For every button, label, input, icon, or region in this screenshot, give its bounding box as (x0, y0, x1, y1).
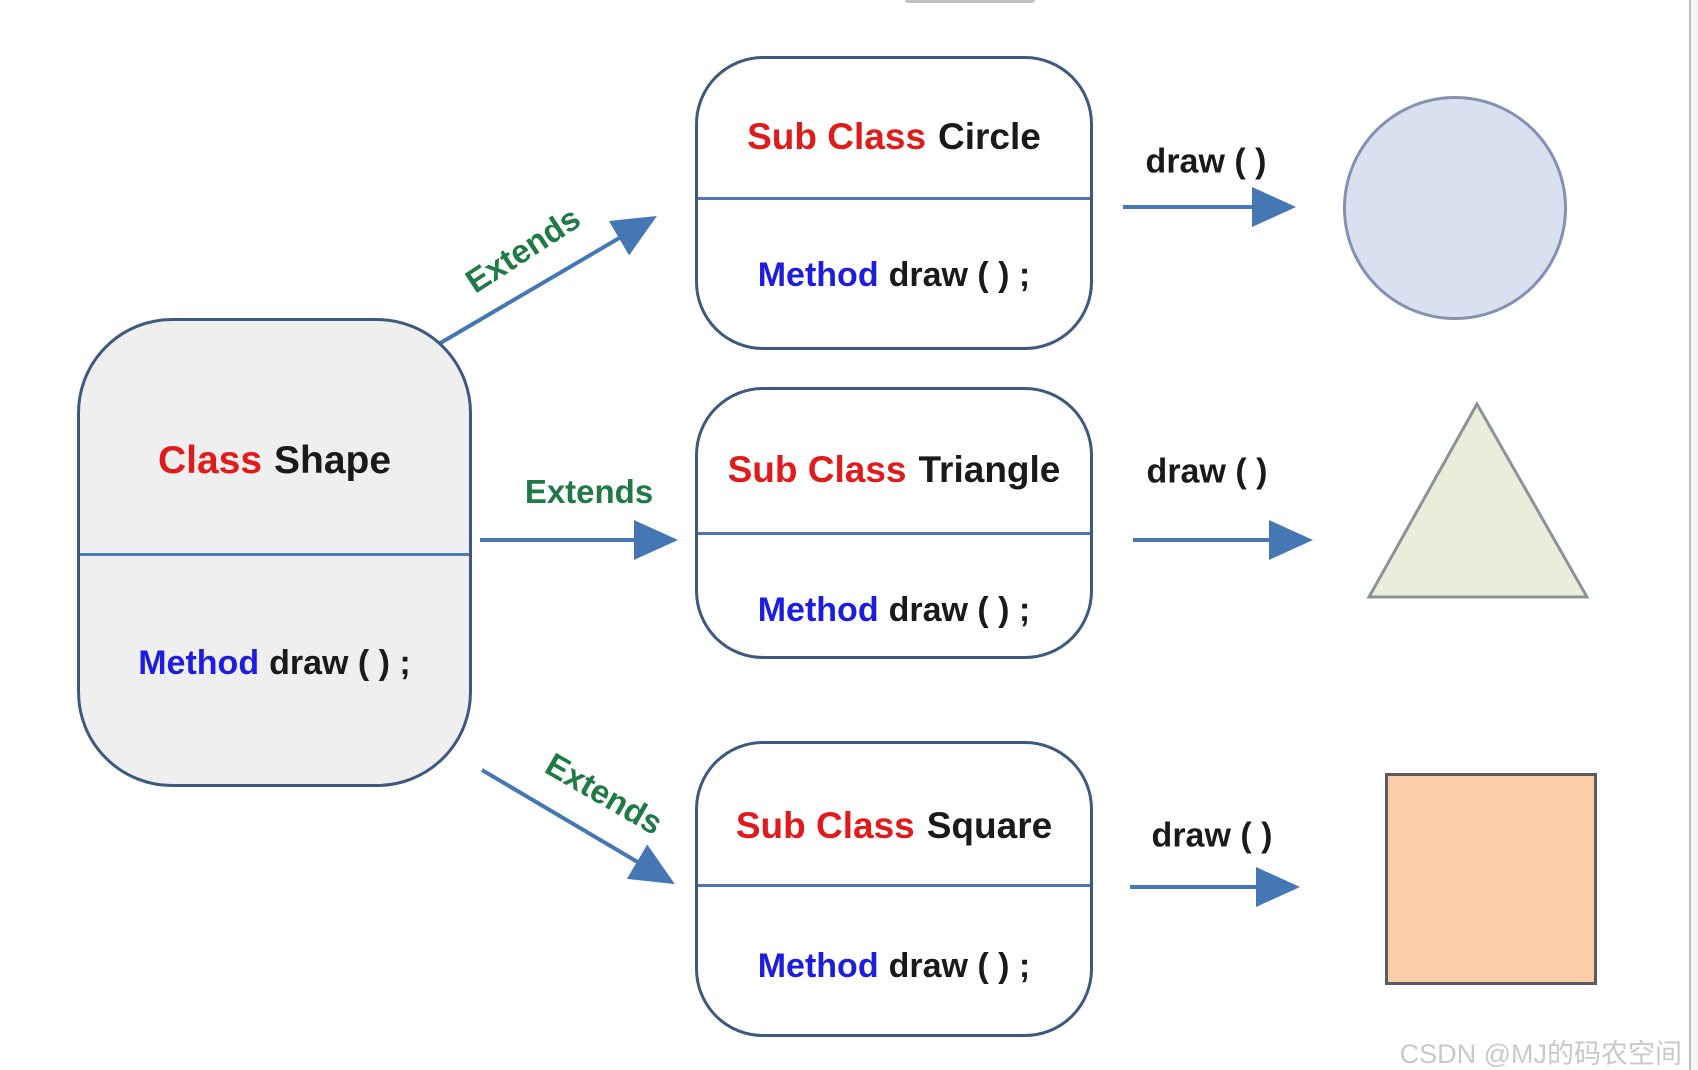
subclass-circle-method-signature: draw ( ) ; (888, 255, 1031, 294)
triangle-shape (1366, 400, 1590, 599)
subclass-triangle-title: Sub Class Triangle (698, 412, 1090, 528)
circle-shape (1343, 96, 1567, 320)
subclass-triangle-name: Triangle (918, 449, 1061, 490)
draw-call-label-square: draw ( ) (1151, 816, 1273, 855)
draw-call-label-circle: draw ( ) (1145, 142, 1267, 181)
base-class-keyword: Class (157, 439, 263, 482)
subclass-box-triangle: Sub Class Triangle Method draw ( ) ; (695, 387, 1093, 659)
subclass-circle-divider (698, 197, 1090, 200)
subclass-square-keyword: Sub Class (735, 805, 915, 846)
base-class-method: Method draw ( ) ; (80, 613, 469, 713)
subclass-box-square: Sub Class Square Method draw ( ) ; (695, 741, 1093, 1037)
subclass-triangle-method-keyword: Method (757, 590, 879, 629)
page-right-edge-line (1689, 0, 1691, 1070)
subclass-square-method-signature: draw ( ) ; (888, 946, 1031, 985)
base-method-signature: draw ( ) ; (269, 643, 411, 682)
draw-call-label-triangle: draw ( ) (1146, 452, 1268, 491)
page-right-edge-strip (1691, 0, 1698, 1070)
subclass-triangle-method-signature: draw ( ) ; (888, 590, 1031, 629)
subclass-triangle-method: Method draw ( ) ; (698, 555, 1090, 665)
square-shape (1385, 773, 1597, 985)
subclass-circle-method-keyword: Method (757, 255, 879, 294)
extends-arrow-circle (435, 215, 657, 347)
subclass-circle-keyword: Sub Class (747, 115, 927, 157)
csdn-watermark: CSDN @MJ的码农空间 (1399, 1039, 1682, 1069)
subclass-square-title: Sub Class Square (698, 768, 1090, 884)
subclass-circle-name: Circle (938, 115, 1041, 157)
subclass-triangle-divider (698, 532, 1090, 535)
subclass-square-divider (698, 884, 1090, 887)
base-class-box: Class Shape Method draw ( ) ; (77, 318, 472, 787)
base-class-divider (80, 553, 469, 556)
subclass-square-method-keyword: Method (757, 946, 879, 985)
subclass-box-circle: Sub Class Circle Method draw ( ) ; (695, 56, 1093, 350)
base-method-keyword: Method (138, 643, 260, 682)
extends-label-triangle: Extends (524, 473, 654, 510)
base-class-title: Class Shape (80, 381, 469, 541)
base-class-name: Shape (274, 439, 392, 482)
subclass-square-name: Square (926, 805, 1053, 846)
extends-arrow-square (480, 768, 675, 885)
subclass-square-method: Method draw ( ) ; (698, 911, 1090, 1021)
subclass-circle-method: Method draw ( ) ; (698, 219, 1090, 331)
cropped-top-fragment (905, 0, 1035, 3)
subclass-circle-title: Sub Class Circle (698, 79, 1090, 194)
subclass-triangle-keyword: Sub Class (727, 449, 907, 490)
